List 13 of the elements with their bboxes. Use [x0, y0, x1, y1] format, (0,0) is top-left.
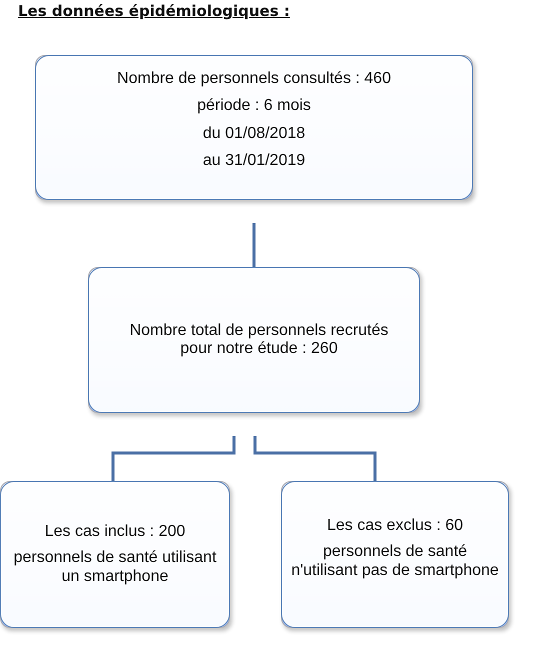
connector-line — [252, 223, 256, 267]
box-text: au 31/01/2019 — [202, 152, 306, 171]
diagram-title: Les données épidémiologiques : — [18, 2, 290, 20]
box-text: Nombre de personnels consultés : 460 — [117, 70, 391, 88]
box-text: personnels de santé utilisant un smartphone — [12, 549, 218, 586]
connector-line — [254, 436, 376, 481]
box-text: période : 6 mois — [197, 97, 311, 116]
box-text: Les cas inclus : 200 — [44, 522, 186, 542]
box-text: Les cas exclus : 60 — [326, 516, 464, 536]
connector-line — [112, 436, 236, 481]
box-text: du 01/08/2018 — [202, 124, 306, 144]
box-text: personnels de santé n'utilisant pas de smartphone — [290, 543, 500, 580]
box-text: Nombre total de personnels recrutés pour notre étude : 260 — [128, 322, 390, 358]
